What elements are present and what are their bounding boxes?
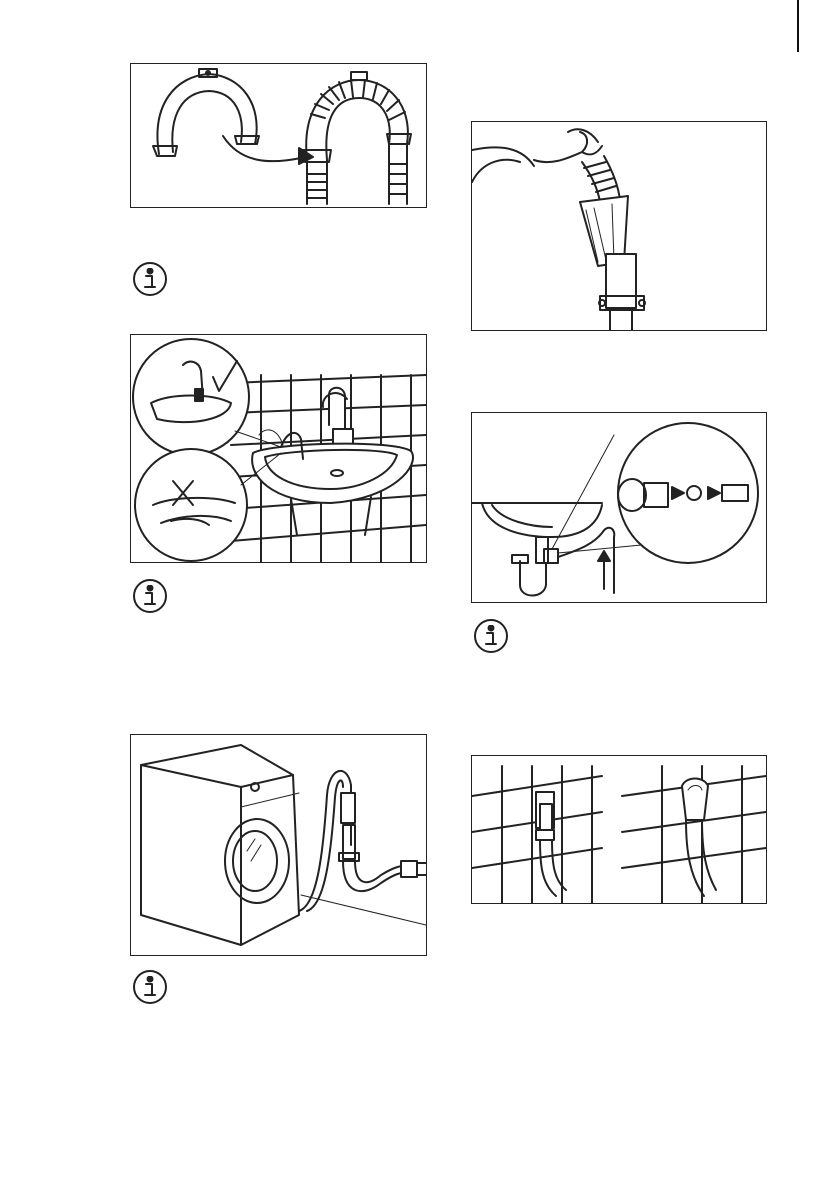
- wall-outlet-figure: [471, 755, 767, 904]
- page-edge-mark: [797, 0, 799, 52]
- sink-trap-figure: [471, 412, 767, 603]
- sink-hose-figure: [130, 334, 427, 563]
- washer-drain-figure: [130, 734, 427, 956]
- hose-guide-figure: [130, 63, 427, 208]
- info-icon: [133, 579, 167, 613]
- wall-outlet-icon: [472, 756, 766, 903]
- hose-guide-icon: [131, 64, 426, 207]
- standpipe-icon: [472, 122, 766, 330]
- info-icon: [133, 262, 167, 296]
- standpipe-figure: [471, 121, 767, 331]
- sink-hose-icon: [131, 335, 426, 562]
- sink-trap-icon: [472, 413, 766, 602]
- washer-drain-icon: [131, 735, 426, 955]
- info-icon: [474, 619, 508, 653]
- info-icon: [133, 970, 167, 1004]
